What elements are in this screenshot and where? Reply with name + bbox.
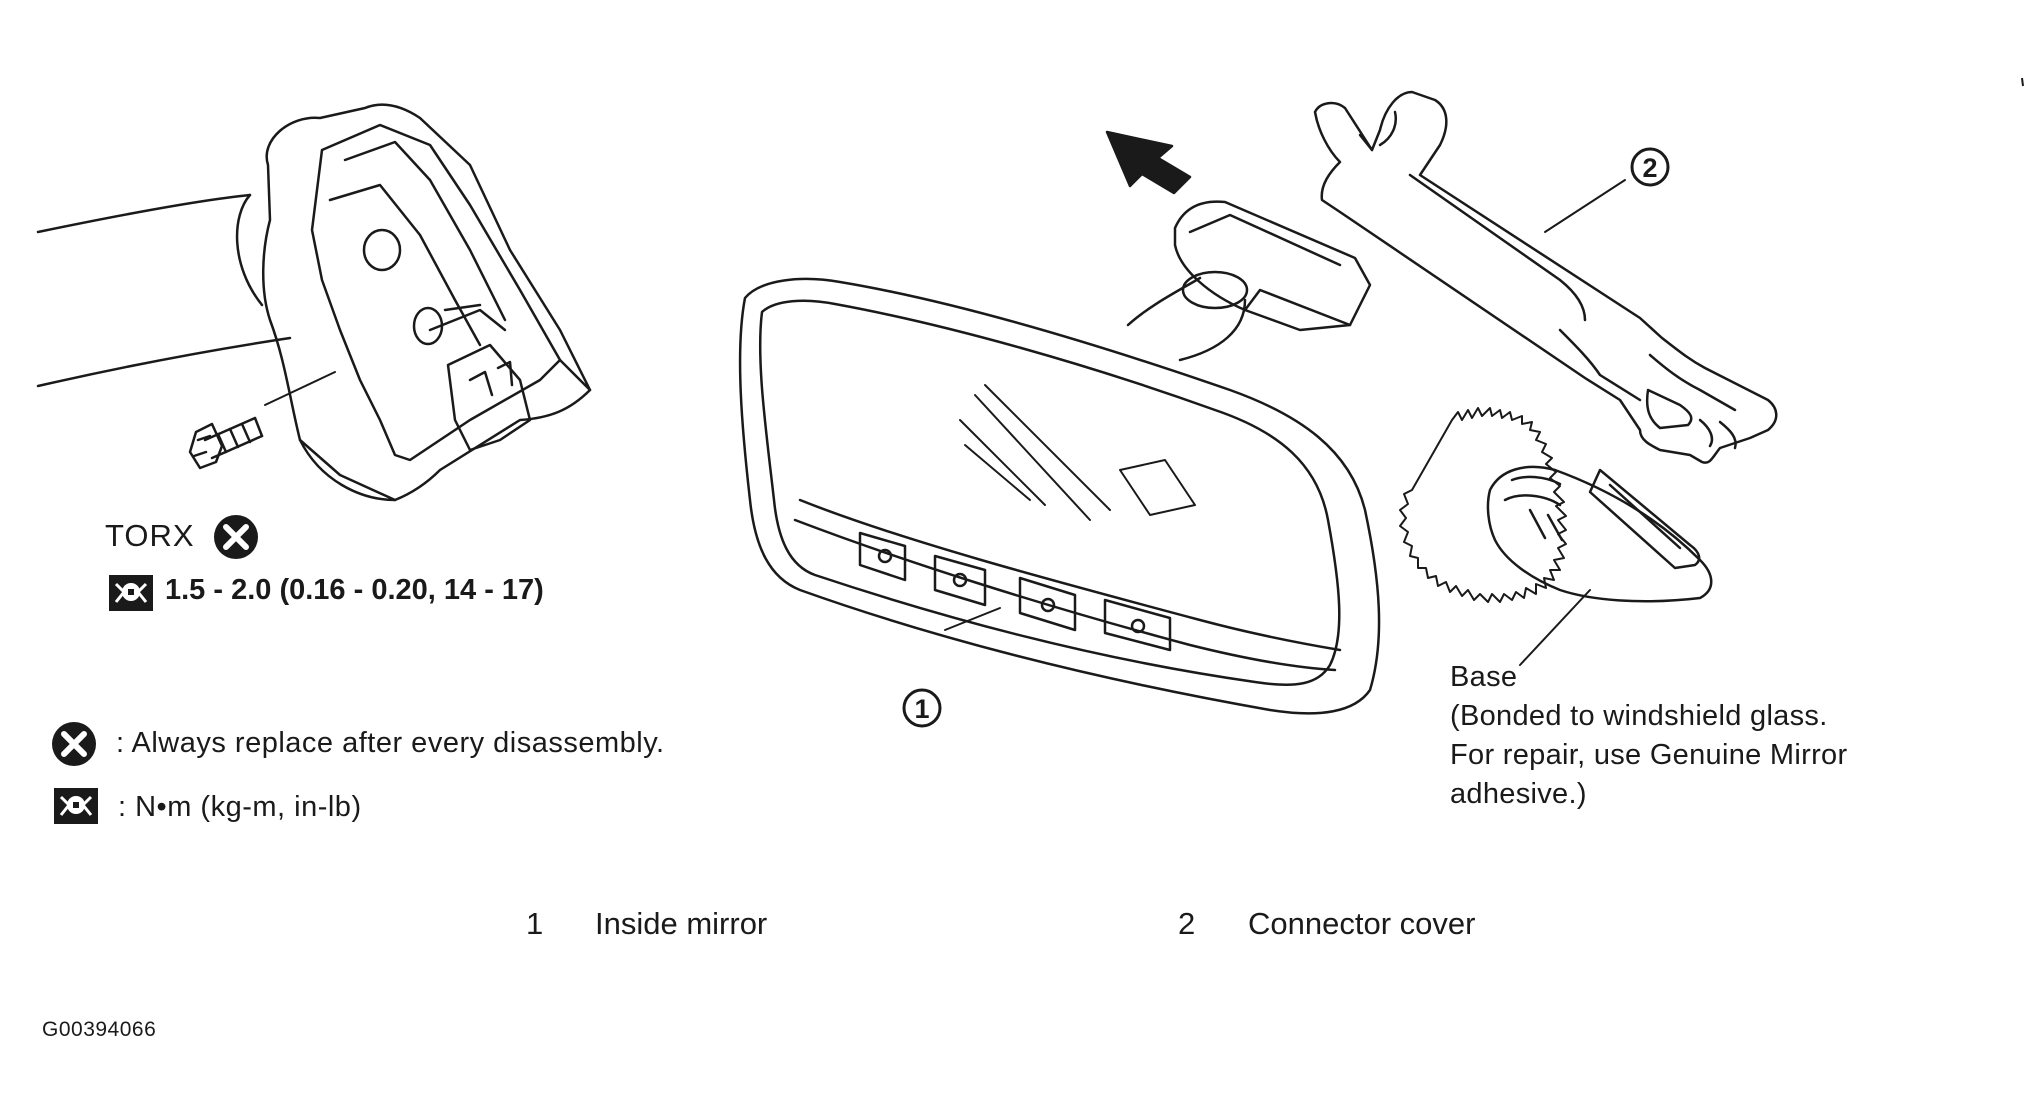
base-note-line-1: (Bonded to windshield glass. — [1450, 700, 1828, 732]
base-label: Base — [1450, 661, 1518, 693]
callout-2-number: 2 — [1642, 153, 1657, 183]
removal-direction-arrow-icon — [1105, 130, 1192, 195]
callout-1-number: 1 — [914, 694, 929, 724]
part-2-number: 2 — [1178, 906, 1196, 941]
part-1-number: 1 — [526, 906, 544, 941]
torx-label: TORX — [105, 518, 195, 553]
replace-x-icon — [214, 515, 258, 559]
callout-2: 2 — [1630, 147, 1670, 187]
legend-replace-text: : Always replace after every disassembly… — [116, 727, 665, 759]
callout-1: 1 — [902, 688, 942, 728]
base-annotation: Base (Bonded to windshield glass. For re… — [1450, 658, 1847, 814]
figure-id: G00394066 — [42, 1018, 157, 1041]
corner-mark — [2021, 77, 2024, 87]
inside-mirror-drawing — [738, 200, 1381, 715]
mirror-base-drawing — [1399, 407, 1713, 666]
legend-replace-x-icon — [52, 722, 96, 766]
base-note-line-2: For repair, use Genuine Mirror — [1450, 739, 1848, 771]
torque-spec: 1.5 - 2.0 (0.16 - 0.20, 14 - 17) — [165, 574, 544, 606]
mirror-bracket-detail — [36, 103, 592, 502]
legend-torque-wrench-icon — [54, 788, 98, 824]
connector-cover-drawing — [1313, 90, 1778, 464]
legend-torque-unit-text: : N•m (kg-m, in-lb) — [118, 791, 362, 823]
base-note-line-3: adhesive.) — [1450, 778, 1587, 810]
part-2-name: Connector cover — [1248, 906, 1476, 941]
part-1-name: Inside mirror — [595, 906, 768, 941]
torque-wrench-icon — [109, 575, 153, 611]
